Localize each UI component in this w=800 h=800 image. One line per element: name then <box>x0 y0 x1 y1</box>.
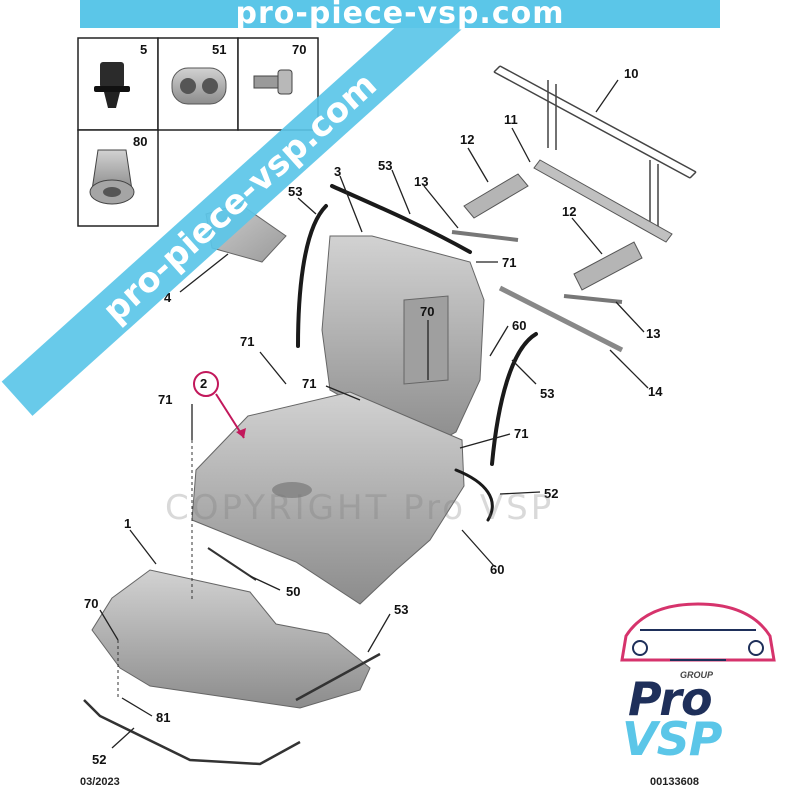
callout-60-b: 60 <box>490 562 504 577</box>
rod-14-part <box>498 285 624 353</box>
callout-53-c: 53 <box>540 386 554 401</box>
rail-52-part <box>83 699 301 766</box>
callout-13-a: 13 <box>414 174 428 189</box>
rail-53-part <box>295 652 381 702</box>
callout-2: 2 <box>200 376 207 391</box>
callout-4: 4 <box>164 290 172 305</box>
rod-13b-part <box>563 294 623 304</box>
callout-13-b: 13 <box>646 326 660 341</box>
inset-label-51: 51 <box>212 42 226 57</box>
callout-71-b: 71 <box>240 334 254 349</box>
callout-12-a: 12 <box>460 132 474 147</box>
stud-70-part <box>253 69 293 95</box>
callout-71-c: 71 <box>302 376 316 391</box>
inset-label-80: 80 <box>133 134 147 149</box>
logo-vsp-text: VSP <box>622 712 722 766</box>
leader-lines <box>99 79 649 749</box>
callout-71-d: 71 <box>158 392 172 407</box>
callout-11: 11 <box>504 112 518 127</box>
callout-2-ring <box>193 371 219 397</box>
callout-60-a: 60 <box>512 318 526 333</box>
grommet-51-part <box>171 67 227 105</box>
callout-71-a: 71 <box>502 255 516 270</box>
callout-53-a: 53 <box>378 158 392 173</box>
callout-2-arrowhead <box>236 428 246 438</box>
logo-group-text: GROUP <box>680 670 714 680</box>
footer-reference: 00133608 <box>650 776 699 788</box>
car-headlight-right-icon <box>748 640 764 656</box>
inset-label-70: 70 <box>292 42 306 57</box>
rear-panel-3-part <box>321 235 485 447</box>
floor-2-part <box>191 391 465 605</box>
bracket-12a-part <box>463 173 529 219</box>
callout-70-b: 70 <box>84 596 98 611</box>
callout-52-b: 52 <box>92 752 106 767</box>
tube-50-part <box>207 547 257 581</box>
callout-70-a: 70 <box>420 304 434 319</box>
callout-50: 50 <box>286 584 300 599</box>
bar-11-part <box>533 159 673 243</box>
callout-53-b: 53 <box>288 184 302 199</box>
rear-panel-recess <box>403 295 449 385</box>
inset-label-5: 5 <box>140 42 147 57</box>
callout-53-d: 53 <box>394 602 408 617</box>
callout-1: 1 <box>124 516 131 531</box>
callout-10: 10 <box>624 66 638 81</box>
callout-14: 14 <box>648 384 663 399</box>
site-banner: pro-piece-vsp.com <box>80 0 720 29</box>
callout-52-a: 52 <box>544 486 558 501</box>
frame-10-part <box>493 65 697 236</box>
callout-81: 81 <box>156 710 170 725</box>
pro-vsp-logo <box>620 602 776 662</box>
footer-date: 03/2023 <box>80 776 120 788</box>
nut-80-part <box>89 149 135 205</box>
callout-71-e: 71 <box>514 426 528 441</box>
rod-13a-part <box>451 230 519 242</box>
callout-12-b: 12 <box>562 204 576 219</box>
logo-pro-text: Pro <box>628 672 713 726</box>
callout-2-arrow <box>215 393 245 439</box>
car-outline-icon <box>620 602 776 662</box>
car-headlight-left-icon <box>632 640 648 656</box>
callout-3: 3 <box>334 164 341 179</box>
floor-2-recess <box>272 482 312 498</box>
clip-5-part <box>94 62 130 108</box>
dashed-guides <box>117 440 193 700</box>
tray-1-part <box>91 569 371 709</box>
bracket-12b-part <box>573 241 643 291</box>
